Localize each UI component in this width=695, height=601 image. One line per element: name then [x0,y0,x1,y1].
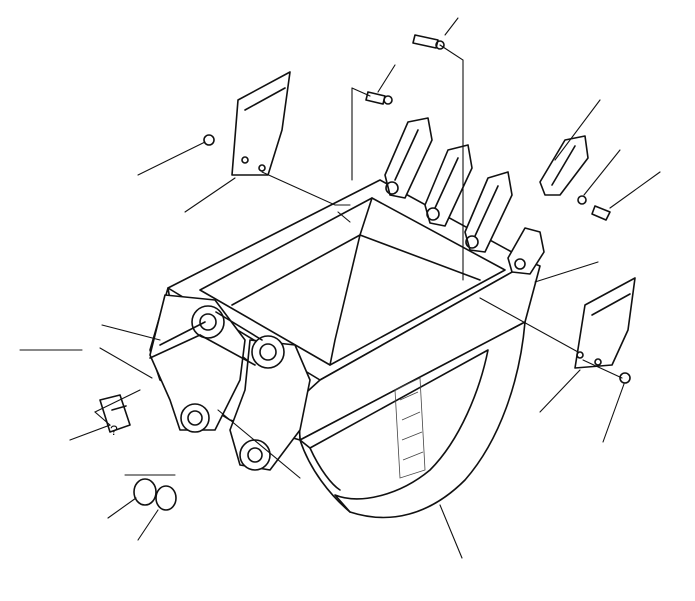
spare-tooth-group [539,135,611,221]
reference-mark: ? [110,422,118,438]
bolt-left-head [203,134,215,146]
leader-bracket [99,347,153,379]
leader-washer-1 [107,497,137,519]
mounting-brackets [149,294,311,471]
tooth-2 [424,144,473,227]
leader-tooth-4 [534,261,599,283]
leader-spare-washer [583,149,621,196]
bucket-shading [394,377,426,479]
top-bolts [365,34,445,105]
leader-cutter-left-bolt [261,171,351,206]
side-cutter-right [574,277,636,369]
leader-spare-pin [609,171,661,209]
side-cutter-left-group [203,71,291,176]
leader-bottom-shell [439,504,463,559]
boss-upper-left [191,305,225,339]
bolt-right-head [619,372,631,384]
leader-bolt-right [602,383,625,443]
pin-and-washers [99,394,177,511]
side-cutter-right-group [574,277,636,384]
boss-lower-right [239,439,271,471]
tooth-4 [507,227,545,275]
boss-upper-right [251,335,285,369]
leader-bolt-left [137,141,206,176]
tooth-1 [384,117,433,199]
side-cutter-left [231,71,291,176]
bucket-opening [199,197,506,366]
spare-washer [577,195,587,205]
washer-2 [155,485,177,511]
leader-washer-2 [137,509,159,541]
leader-cutter-right [539,369,581,413]
leader-bolt-top-1 [439,44,464,281]
tooth-3 [464,171,513,253]
bucket-back-wall [329,197,373,366]
mounting-pin [99,394,131,433]
washer-1 [133,478,157,506]
leader-cutter-left [184,177,236,213]
bracket-right [229,339,311,471]
leader-spare-tooth [554,99,601,161]
bolt-top-1 [412,34,439,49]
spare-pin [591,205,611,221]
bolt-top-2 [365,91,386,105]
boss-lower-left [180,403,210,433]
leader-lines [19,17,661,559]
teeth-row [384,117,545,275]
leader-pin [69,389,141,441]
